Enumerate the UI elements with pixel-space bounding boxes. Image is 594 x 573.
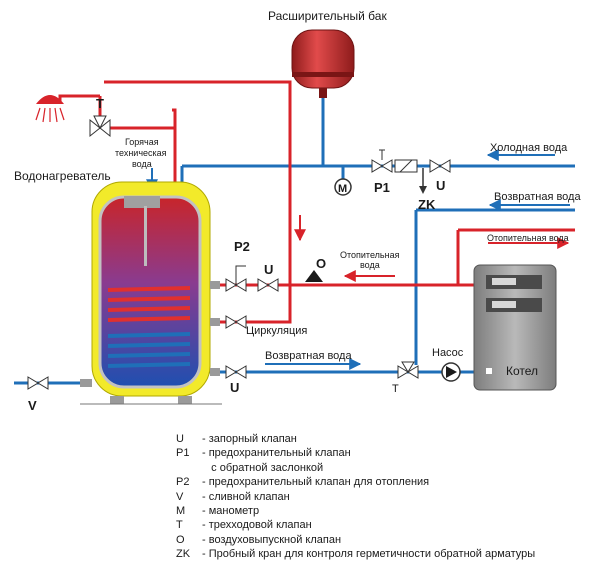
legend-text: - предохранительный клапан для отопления: [202, 476, 430, 489]
boiler-label: Котел: [506, 364, 538, 378]
valve-P1-label: P1: [374, 180, 390, 195]
expansion-tank: [291, 29, 355, 98]
legend-row: P1 - предохранительный клапан: [176, 446, 586, 460]
boiler: [473, 264, 557, 391]
valve-T-top-label: T: [96, 96, 104, 111]
shutoff-valve-bottom-icon: [225, 365, 247, 379]
legend-text: - манометр: [202, 505, 260, 518]
manometer-icon: [334, 178, 352, 196]
valve-U-cold-label: U: [436, 178, 445, 193]
legend-row: M - манометр: [176, 504, 586, 518]
valve-V-label: V: [28, 398, 37, 413]
valve-U-mid-label: U: [264, 262, 273, 277]
three-way-valve-top-icon: [89, 115, 111, 138]
legend-code: V: [176, 490, 184, 503]
legend-text: - воздуховыпускной клапан: [202, 533, 342, 546]
shutoff-valve-mid-icon: [257, 278, 279, 292]
legend-code: P2: [176, 476, 190, 489]
legend-code: U: [176, 433, 184, 445]
legend-code: ZK: [176, 548, 191, 561]
heating-water-mid-label-2: вода: [360, 260, 380, 270]
return-water-top-label: Возвратная вода: [494, 191, 581, 203]
three-way-valve-bottom-icon: [397, 361, 419, 379]
shutoff-valve-circulation-icon: [225, 315, 247, 329]
legend-text: - трехходовой клапан: [202, 519, 312, 532]
legend-code: P1: [176, 447, 190, 460]
legend-code: O: [176, 533, 185, 546]
pump-icon: [441, 362, 461, 382]
legend-row: V - сливной клапан: [176, 490, 586, 504]
return-water-bottom-label: Возвратная вода: [265, 350, 352, 362]
legend-row: O - воздуховыпускной клапан: [176, 533, 586, 547]
valve-P2-label: P2: [234, 239, 250, 254]
safety-valve-p1-icon: [371, 149, 418, 173]
shutoff-valve-cold-icon: [429, 159, 451, 173]
legend-row: T - трехходовой клапан: [176, 518, 586, 532]
drain-valve-icon: [27, 376, 49, 390]
legend-code: M: [176, 505, 186, 518]
cold-water-label: Холодная вода: [490, 142, 568, 154]
legend-row: ZK - Пробный кран для контроля герметично…: [176, 547, 586, 561]
legend-row: P2 - предохранительный клапан для отоплен…: [176, 475, 586, 489]
water-heater: [80, 181, 222, 405]
shower-icon: [35, 95, 65, 123]
heating-water-right-label: Отопительная вода: [487, 233, 569, 243]
legend-text: - Пробный кран для контроля герметичност…: [202, 548, 536, 561]
legend-text: - предохранительный клапан: [202, 447, 351, 460]
legend-text: - сливной клапан: [202, 490, 290, 503]
legend-text: с обратной заслонкой: [202, 461, 324, 474]
pump-label: Насос: [432, 347, 464, 359]
hot-water-label-3: вода: [132, 159, 152, 169]
hot-water-label-1: Горячая: [125, 137, 159, 147]
water-heater-label: Водонагреватель: [14, 169, 111, 183]
circulation-label: Циркуляция: [246, 325, 307, 337]
heating-water-mid-label-1: Отопительная: [340, 250, 400, 260]
test-cock-zk-icon: [419, 168, 427, 194]
safety-valve-p2-icon: [225, 265, 247, 292]
valve-T-bottom-label: T: [392, 383, 399, 395]
valve-U-bottom-label: U: [230, 380, 239, 395]
valve-O-label: O: [316, 256, 326, 271]
legend-text: - запорный клапан: [202, 433, 297, 445]
legend-code: [176, 461, 202, 475]
legend-row: U - запорный клапан: [176, 432, 586, 446]
legend-row: с обратной заслонкой: [176, 461, 586, 475]
valve-ZK-label: ZK: [418, 197, 436, 212]
hot-water-label-2: техническая: [115, 148, 167, 158]
manometer-M-label: M: [338, 183, 347, 195]
expansion-tank-label: Расширительный бак: [268, 9, 387, 23]
legend-code: T: [176, 519, 183, 532]
air-vent-valve-icon: [305, 270, 323, 282]
